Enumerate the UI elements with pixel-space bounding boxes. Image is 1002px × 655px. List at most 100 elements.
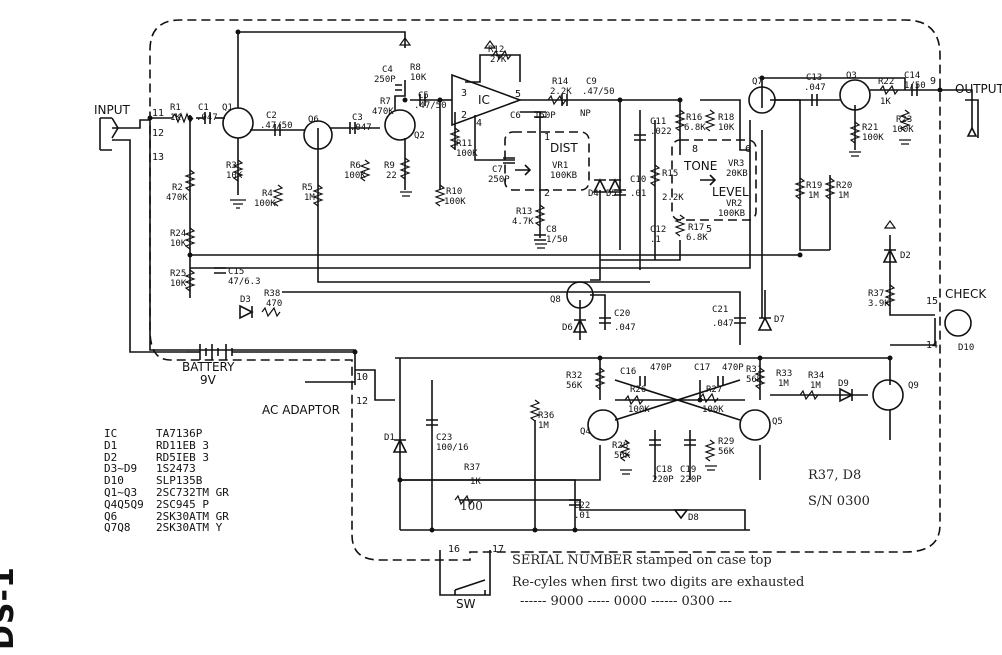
part-ref: Q4Q5Q9 [104, 497, 144, 511]
label-r6: R6 [350, 161, 361, 171]
label-r36: R36 [538, 411, 554, 421]
terminal-12: 12 [152, 128, 164, 139]
label-c18: C18 [656, 465, 672, 475]
label-d7: D7 [774, 315, 785, 325]
value-c23: 100/16 [436, 443, 469, 453]
value-r18: 10K [718, 123, 735, 133]
value-c14: 1/50 [904, 81, 926, 91]
value-c9: .47/50 [582, 87, 615, 97]
label-d3: D3 [240, 295, 251, 305]
terminal-3: 3 [461, 88, 467, 99]
label-vr2: VR2 [726, 199, 742, 209]
component-symbols [99, 36, 979, 595]
label-r37: R37 [464, 463, 480, 473]
label-c16: C16 [620, 367, 636, 377]
parts-list-row: Q6 2SK30ATM GR [104, 509, 229, 523]
label-r27: R27 [706, 385, 722, 395]
label-d9: D9 [838, 379, 849, 389]
value-r12: 27K [490, 55, 507, 65]
part-number: 2SK30ATM GR [156, 509, 229, 523]
value-c20: .047 [614, 323, 636, 333]
label-c20: C20 [614, 309, 630, 319]
value-r8: 10K [410, 73, 427, 83]
value-c8: 1/50 [546, 235, 568, 245]
value-r16: 6.8K [684, 123, 706, 133]
value-r20: 1M [838, 191, 849, 201]
serial-number-note: SERIAL NUMBER stamped on case top [512, 553, 772, 568]
label-d4: D4 [588, 189, 599, 199]
terminal-5: 5 [515, 89, 521, 100]
label-r18: R18 [718, 113, 734, 123]
label-c7: C7 [492, 165, 503, 175]
label-r38: R38 [264, 289, 280, 299]
label-q7: Q7 [752, 77, 763, 87]
label-c11: C11 [650, 117, 666, 127]
revision-note: R37, D8 [808, 468, 862, 483]
label-r9: R9 [384, 161, 395, 171]
value-r19: 1M [808, 191, 819, 201]
part-ref: Q6 [104, 509, 118, 523]
value-r24: 10K [170, 239, 187, 249]
label-c23: C23 [436, 433, 452, 443]
value-c10: .01 [630, 189, 646, 199]
parts-list-row: D2 RD5IEB 3 [104, 450, 229, 464]
value-c6: 150P [534, 111, 556, 121]
part-ref: D3~D9 [104, 462, 138, 476]
value-r37-handwritten: 100 [460, 499, 483, 513]
label-c9: C9 [586, 77, 597, 87]
terminal-15: 15 [926, 296, 938, 307]
part-number: 2SC732TM GR [156, 485, 229, 499]
label-c12: C12 [650, 225, 666, 235]
label-tone: TONE [683, 159, 717, 173]
value-r34: 1M [810, 381, 821, 391]
label-r13: R13 [516, 207, 532, 217]
value-r37: 1K [470, 477, 481, 487]
label-d2: D2 [900, 251, 911, 261]
part-ref: D2 [104, 450, 118, 464]
value-c21: .047 [712, 319, 734, 329]
label-r23: R23 [896, 115, 912, 125]
label-vr3: VR3 [728, 159, 744, 169]
terminal-10: 10 [356, 372, 368, 383]
label-r2: R2 [172, 183, 183, 193]
value-c3: .047 [350, 123, 372, 133]
value-r15: 2.2K [662, 193, 684, 203]
part-number: 2SK30ATM Y [156, 521, 223, 535]
label-r12: R12 [488, 45, 504, 55]
label-q8: Q8 [550, 295, 561, 305]
label-c3: C3 [352, 113, 363, 123]
page-title: DS-1 [0, 566, 21, 650]
label-r5: R5 [302, 183, 313, 193]
part-ref: Q7Q8 [104, 521, 131, 535]
value-r38: 470 [266, 299, 282, 309]
part-ref: D1 [104, 438, 118, 452]
value-r27: 100K [702, 405, 724, 415]
board-outline [149, 19, 941, 561]
value-r4: 100K [254, 199, 276, 209]
label-r20: R20 [836, 181, 852, 191]
value-r28: 56K [614, 451, 631, 461]
label-ic: IC [478, 93, 490, 107]
value-r9: 22 [386, 171, 397, 181]
value-r1: 1K [170, 113, 181, 123]
terminal-16: 16 [448, 544, 460, 555]
terminal-9: 9 [930, 76, 936, 87]
value-r21: 100K [862, 133, 884, 143]
output-label: OUTPUT [955, 82, 1002, 96]
terminal-17: 17 [492, 544, 504, 555]
label-c17: C17 [694, 363, 710, 373]
label-dist: DIST [550, 141, 578, 155]
label-r28: R28 [612, 441, 628, 451]
value-r25: 10K [170, 279, 187, 289]
value-r23: 100K [892, 125, 914, 135]
serial-sequence-note: ------ 9000 ----- 0000 ------ 0300 --- [520, 594, 732, 609]
label-r26: R26 [630, 385, 646, 395]
terminal-2: 2 [461, 110, 467, 121]
input-label: INPUT [94, 103, 131, 117]
part-number: RD5IEB 3 [156, 450, 209, 464]
dist-pot-box [504, 131, 590, 191]
part-ref: Q1~Q3 [104, 485, 138, 499]
terminal-14: 14 [926, 340, 938, 351]
